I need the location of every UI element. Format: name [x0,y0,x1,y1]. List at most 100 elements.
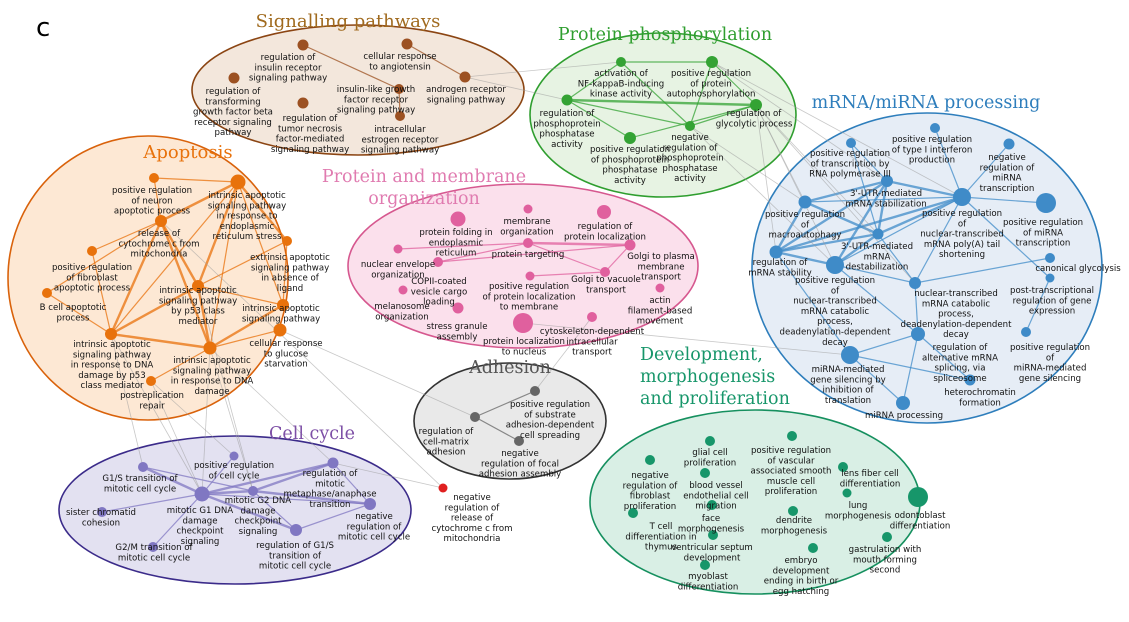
inter-edge-0 [464,76,568,101]
node-signalling-2 [228,72,240,84]
edge-protein-6 [604,244,631,273]
node-mrna-5 [953,188,971,206]
inter-edge-15 [209,347,254,492]
edge-apoptosis-11 [159,220,212,349]
edge-apoptosis-22 [209,181,239,349]
node-apoptosis-8 [105,328,117,340]
edge-apoptosis-15 [46,220,162,294]
node-mrna-12 [909,277,921,289]
node-phospho-1 [706,56,718,68]
edge-mrna-0 [804,179,888,204]
edge-cellcycle-4 [252,461,334,493]
edge-phospho-3 [566,98,757,107]
node-apoptosis-9 [273,323,287,337]
inter-edge-23 [209,347,334,464]
edge-cellcycle-8 [295,503,371,531]
node-apoptosis-11 [146,376,156,386]
node-adhesion-0 [530,386,540,396]
inter-edge-10 [755,104,836,266]
edge-mrna-5 [775,179,888,254]
edge-mrna-20 [961,196,1047,204]
edge-phospho-9 [629,104,757,139]
node-mrna-6 [1036,193,1056,213]
edge-apoptosis-14 [91,220,162,252]
node-mrna-8 [769,245,783,259]
edge-apoptosis-10 [282,240,288,306]
edge-signalling-1 [302,44,400,90]
node-protein-8 [600,267,610,277]
edge-mrna-12 [914,196,963,284]
node-apoptosis-0 [149,173,159,183]
node-apoptosis-6 [42,288,52,298]
edge-mrna-25 [961,196,1051,279]
node-cellcycle-0 [229,451,239,461]
cluster-ellipse-protein [347,183,699,349]
node-cellcycle-4 [194,486,210,502]
inter-edge-21 [279,329,476,418]
node-mrna-10 [1045,273,1055,283]
edge-apoptosis-0 [160,180,239,223]
edge-apoptosis-19 [197,285,284,306]
edge-cellcycle-11 [332,462,371,505]
node-phospho-5 [624,132,636,144]
node-mrna-2 [1003,138,1015,150]
edge-apoptosis-23 [91,250,112,335]
node-adhesion-1 [470,412,480,422]
edge-adhesion-1 [474,416,520,442]
edge-cellcycle-3 [252,489,371,506]
node-signalling-4 [459,71,471,83]
node-apoptosis-4 [282,236,292,246]
node-apoptosis-10 [203,341,217,355]
edge-cellcycle-12 [101,493,203,513]
node-cellcycle-5 [97,507,107,517]
edge-mrna-27 [849,354,971,381]
edge-mrna-13 [877,233,916,284]
node-phospho-0 [616,57,626,67]
inter-edge-13 [110,333,144,468]
node-mrna-13 [911,327,925,341]
edge-cellcycle-13 [201,493,371,505]
edge-mrna-23 [934,127,963,198]
edge-mrna-21 [961,143,1010,198]
edge-phospho-2 [711,61,757,106]
node-label-protein-4: protein targeting [492,250,565,260]
node-adhesion-2 [514,436,524,446]
